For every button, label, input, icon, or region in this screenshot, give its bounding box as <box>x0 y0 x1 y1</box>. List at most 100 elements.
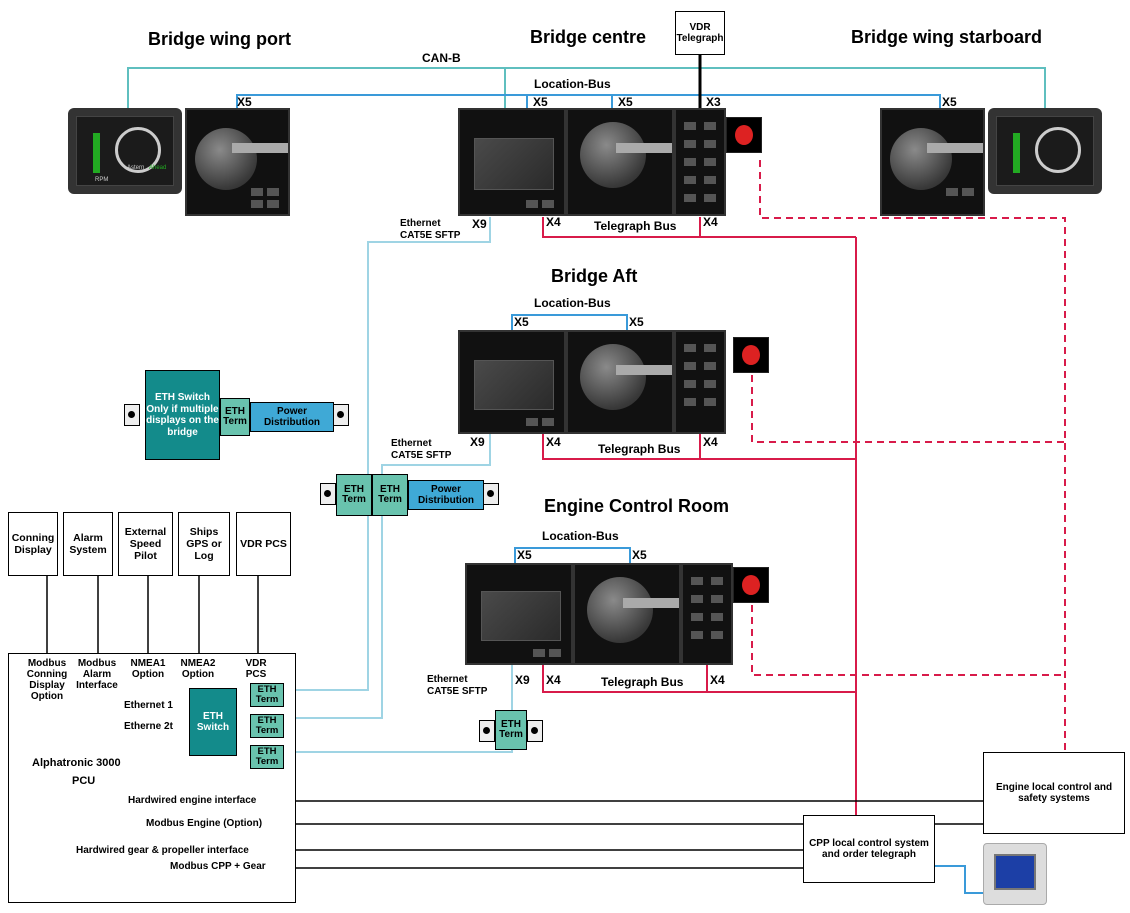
ethernet-label-centre: Ethernet <box>400 218 441 229</box>
lever-panel-ecr <box>573 563 681 665</box>
can-b-label: CAN-B <box>422 51 461 65</box>
can-b-line <box>127 67 1046 108</box>
emergency-stop-centre <box>726 117 762 153</box>
location-bus-ecr <box>514 547 631 563</box>
ecr-x5-label-1: X5 <box>517 548 532 562</box>
rail-cap-left-1 <box>124 404 140 426</box>
cat5e-label-aft: CAT5E SFTP <box>391 450 452 461</box>
telegraph-bus-aft <box>542 434 856 460</box>
conning-display-box: Conning Display <box>8 512 58 576</box>
location-bus-label: Location-Bus <box>534 77 611 91</box>
alarm-system-box: Alarm System <box>63 512 113 576</box>
power-distribution-label: Power Distribution <box>417 484 475 506</box>
telegraph-bus-ecr <box>542 665 856 693</box>
ecr-x5-label-2: X5 <box>632 548 647 562</box>
pcu-if-modbus-alarm: Modbus Alarm Interface <box>76 658 118 691</box>
pcu-box <box>8 653 296 903</box>
pcu-eth-switch-label: ETH Switch <box>196 710 230 734</box>
aft-x5-label-1: X5 <box>514 315 529 329</box>
display-panel-aft <box>458 330 566 434</box>
telegraph-bus-label-centre: Telegraph Bus <box>594 219 677 233</box>
title-bridge-centre: Bridge centre <box>530 27 647 47</box>
cat5e-label-ecr: CAT5E SFTP <box>427 686 488 697</box>
pcu-hw-gear: Hardwired gear & propeller interface <box>76 845 249 856</box>
cpp-local-control-box: CPP local control system and order teleg… <box>803 815 935 883</box>
title-bridge-wing-starboard: Bridge wing starboard <box>851 27 1043 47</box>
pcu-hw-engine: Hardwired engine interface <box>128 795 257 806</box>
eth-term-label: ETH Term <box>255 684 279 705</box>
centre-x5-label-1: X5 <box>533 95 548 109</box>
centre-x5-label-2: X5 <box>618 95 633 109</box>
system-label: Alarm System <box>69 531 107 556</box>
cpp-screen-device <box>983 843 1047 905</box>
estop-dashed-centre <box>759 160 1066 760</box>
display-panel-centre <box>458 108 566 216</box>
vdr-telegraph-label: VDR Telegraph <box>676 21 724 45</box>
system-label: External Speed Pilot <box>124 525 167 563</box>
telegraph-panel-aft <box>674 330 726 434</box>
pcu-eth-switch: ETH Switch <box>189 688 237 756</box>
eth-term-label: ETH Term <box>499 718 523 740</box>
lever-panel-port <box>185 108 290 216</box>
rpm-indicator-starboard <box>988 108 1102 194</box>
estop-dashed-aft <box>751 375 1065 443</box>
engine-local-label: Engine local control and safety systems <box>995 781 1113 805</box>
ethernet-centre <box>285 217 491 691</box>
telegraph-bus-label-aft: Telegraph Bus <box>598 442 681 456</box>
eth-term-label: ETH Term <box>342 483 366 505</box>
title-bridge-wing-port: Bridge wing port <box>148 29 291 49</box>
pcu-if-modbus-conning: Modbus Conning Display Option <box>26 658 68 702</box>
ecr-x4-label-1: X4 <box>546 673 561 687</box>
pcu-eth-term-1: ETH Term <box>250 683 284 707</box>
pcu-modbus-cpp: Modbus CPP + Gear <box>170 861 266 872</box>
eth-term-ecr: ETH Term <box>495 710 527 750</box>
eth-term-label: ETH Term <box>255 715 279 736</box>
vdr-telegraph-box: VDR Telegraph <box>675 11 725 55</box>
rpm-indicator-port: RPM Astern Ahead <box>68 108 182 194</box>
lever-panel-starboard <box>880 108 985 216</box>
eth-term-2: ETH Term <box>336 474 372 516</box>
rail-cap-right-2 <box>483 483 499 505</box>
rail-cap-left-2 <box>320 483 336 505</box>
display-panel-ecr <box>465 563 573 665</box>
cpp-to-screen <box>935 865 983 894</box>
emergency-stop-aft <box>733 337 769 373</box>
lever-panel-centre <box>566 108 674 216</box>
pcu-ethernet1: Ethernet 1 <box>124 700 173 711</box>
pcu-eth-term-2: ETH Term <box>250 714 284 738</box>
system-label: Conning Display <box>11 531 55 556</box>
aft-x4-label-1: X4 <box>546 435 561 449</box>
emergency-stop-ecr <box>733 567 769 603</box>
pcu-ethernet2: Etherne 2t <box>124 721 173 732</box>
location-bus-label-aft: Location-Bus <box>534 296 611 310</box>
eth-term-label: ETH Term <box>255 746 279 767</box>
aft-x4-label-2: X4 <box>703 435 718 449</box>
aft-x9-label: X9 <box>470 435 485 449</box>
power-distribution-2: Power Distribution <box>408 480 484 510</box>
title-engine-control-room: Engine Control Room <box>544 496 729 516</box>
cpp-local-label: CPP local control system and order teleg… <box>809 837 929 861</box>
pcu-if-vdr-pcs: VDR PCS <box>245 658 267 680</box>
ethernet-label-aft: Ethernet <box>391 438 432 449</box>
rail-cap-left-3 <box>479 720 495 742</box>
pcu-name: Alphatronic 3000 <box>32 757 121 769</box>
estop-dashed-ecr <box>751 605 1065 676</box>
port-x5-label: X5 <box>237 95 252 109</box>
system-label: VDR PCS <box>240 537 287 550</box>
cat5e-label-centre: CAT5E SFTP <box>400 230 461 241</box>
location-bus-centre <box>236 94 941 108</box>
ethernet-ecr <box>285 665 513 753</box>
eth-term-label: ETH Term <box>223 405 247 427</box>
rail-cap-right-1 <box>333 404 349 426</box>
engine-local-control-box: Engine local control and safety systems <box>983 752 1125 834</box>
ecr-x4-label-2: X4 <box>710 673 725 687</box>
vdr-pcs-box: VDR PCS <box>236 512 291 576</box>
power-distribution-1: Power Distribution <box>250 402 334 432</box>
pcu-sub: PCU <box>72 775 96 787</box>
pcu-eth-term-3: ETH Term <box>250 745 284 769</box>
eth-term-label: ETH Term <box>378 483 402 505</box>
eth-term-1: ETH Term <box>220 398 250 436</box>
telegraph-bus-label-ecr: Telegraph Bus <box>601 675 684 689</box>
